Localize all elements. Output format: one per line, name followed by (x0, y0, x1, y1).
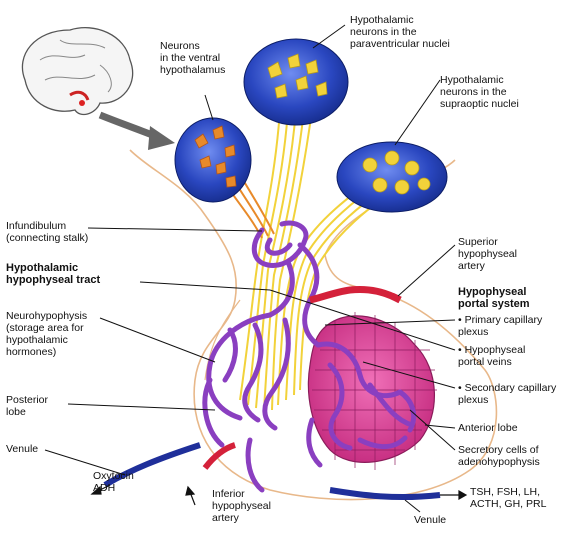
label-primary-plexus: • Primary capillary plexus (458, 314, 543, 338)
label-secretory-cells: Secretory cells of adenohypophysis (458, 444, 540, 468)
label-inferior-artery: Inferior hypophyseal artery (212, 488, 271, 524)
label-venule-left: Venule (6, 443, 39, 455)
label-paraventricular: Hypothalamic neurons in the paraventricu… (350, 14, 450, 50)
label-supraoptic: Hypothalamic neurons in the supraoptic n… (440, 74, 519, 110)
label-venule-bottom: Venule (414, 514, 447, 526)
label-neurohypophysis: Neurohypophysis (storage area for hypoth… (6, 310, 88, 358)
pituitary-marker (79, 100, 85, 106)
supraoptic-disc (336, 141, 448, 213)
label-secondary-plexus: • Secondary capillary plexus (458, 382, 557, 406)
label-anterior-hormones: TSH, FSH, LH, ACTH, GH, PRL (470, 486, 547, 510)
leader-lines (44, 24, 456, 513)
label-superior-artery: Superior hypophyseal artery (458, 236, 517, 272)
brain-icon (21, 26, 134, 116)
label-ventral-neurons: Neurons in the ventral hypothalamus (160, 40, 226, 76)
label-infundibulum: Infundibulum (connecting stalk) (6, 220, 89, 244)
hormone-arrows (90, 484, 468, 506)
venule-bottom-vessel (329, 487, 441, 501)
label-portal-system: Hypophyseal portal system (458, 286, 530, 310)
label-oxytocin-adh: Oxytocin ADH (93, 470, 134, 494)
venule-left-vessel (103, 442, 201, 488)
ventral-hypothalamus-disc (174, 117, 252, 203)
label-anterior-lobe: Anterior lobe (458, 422, 518, 434)
label-tract: Hypothalamic hypophyseal tract (6, 262, 101, 286)
label-posterior-lobe: Posterior lobe (6, 394, 49, 418)
inferior-artery-vessel (202, 442, 236, 470)
paraventricular-disc (243, 38, 349, 126)
zoom-arrow-head (148, 126, 175, 150)
label-portal-veins: • Hypophyseal portal veins (458, 344, 526, 368)
superior-artery-vessel (309, 286, 402, 304)
capillary-network (202, 220, 417, 493)
